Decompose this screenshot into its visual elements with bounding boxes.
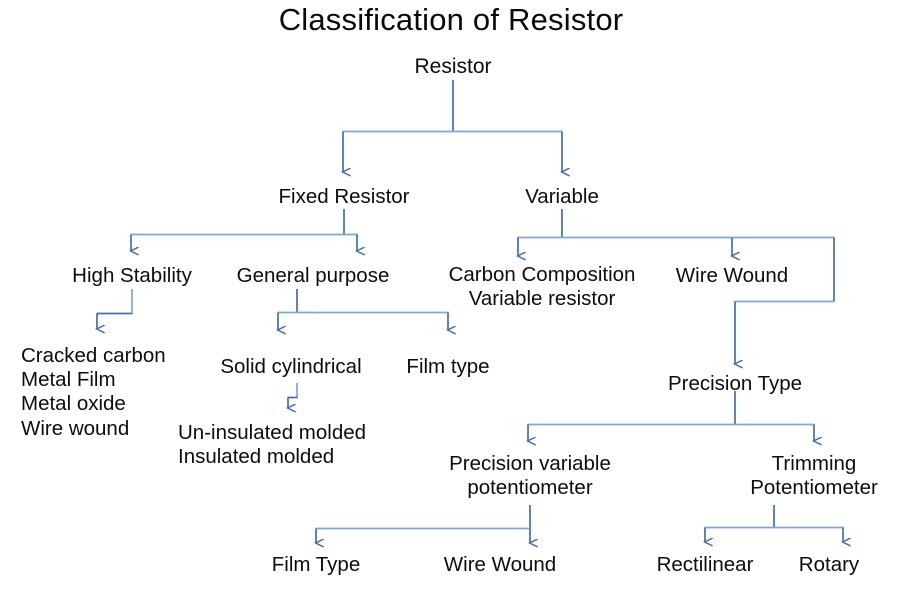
- node-precision-type[interactable]: Precision Type: [667, 372, 803, 395]
- node-carbon-composition-variable-resistor[interactable]: Carbon Composition Variable resistor: [448, 263, 636, 311]
- node-film-type-leaf[interactable]: Film Type: [271, 553, 361, 576]
- node-general-purpose[interactable]: General purpose: [236, 264, 390, 287]
- node-film-type-fixed[interactable]: Film type: [406, 355, 490, 378]
- node-wire-wound-variable[interactable]: Wire Wound: [675, 264, 789, 287]
- node-variable[interactable]: Variable: [525, 185, 599, 208]
- node-trimming-potentiometer[interactable]: Trimming Potentiometer: [750, 452, 878, 500]
- list-high-stability-types: Cracked carbon Metal Film Metal oxide Wi…: [21, 344, 166, 440]
- page-title: Classification of Resistor: [278, 2, 624, 37]
- node-rectilinear[interactable]: Rectilinear: [656, 553, 754, 576]
- node-rotary[interactable]: Rotary: [798, 553, 860, 576]
- node-fixed-resistor[interactable]: Fixed Resistor: [278, 185, 410, 208]
- node-resistor[interactable]: Resistor: [414, 55, 492, 78]
- node-solid-cylindrical[interactable]: Solid cylindrical: [220, 355, 362, 378]
- list-molded-types: Un-insulated molded Insulated molded: [178, 421, 367, 469]
- node-high-stability[interactable]: High Stability: [72, 264, 192, 287]
- node-precision-variable-potentiometer[interactable]: Precision variable potentiometer: [449, 452, 611, 500]
- node-wire-wound-leaf[interactable]: Wire Wound: [443, 553, 557, 576]
